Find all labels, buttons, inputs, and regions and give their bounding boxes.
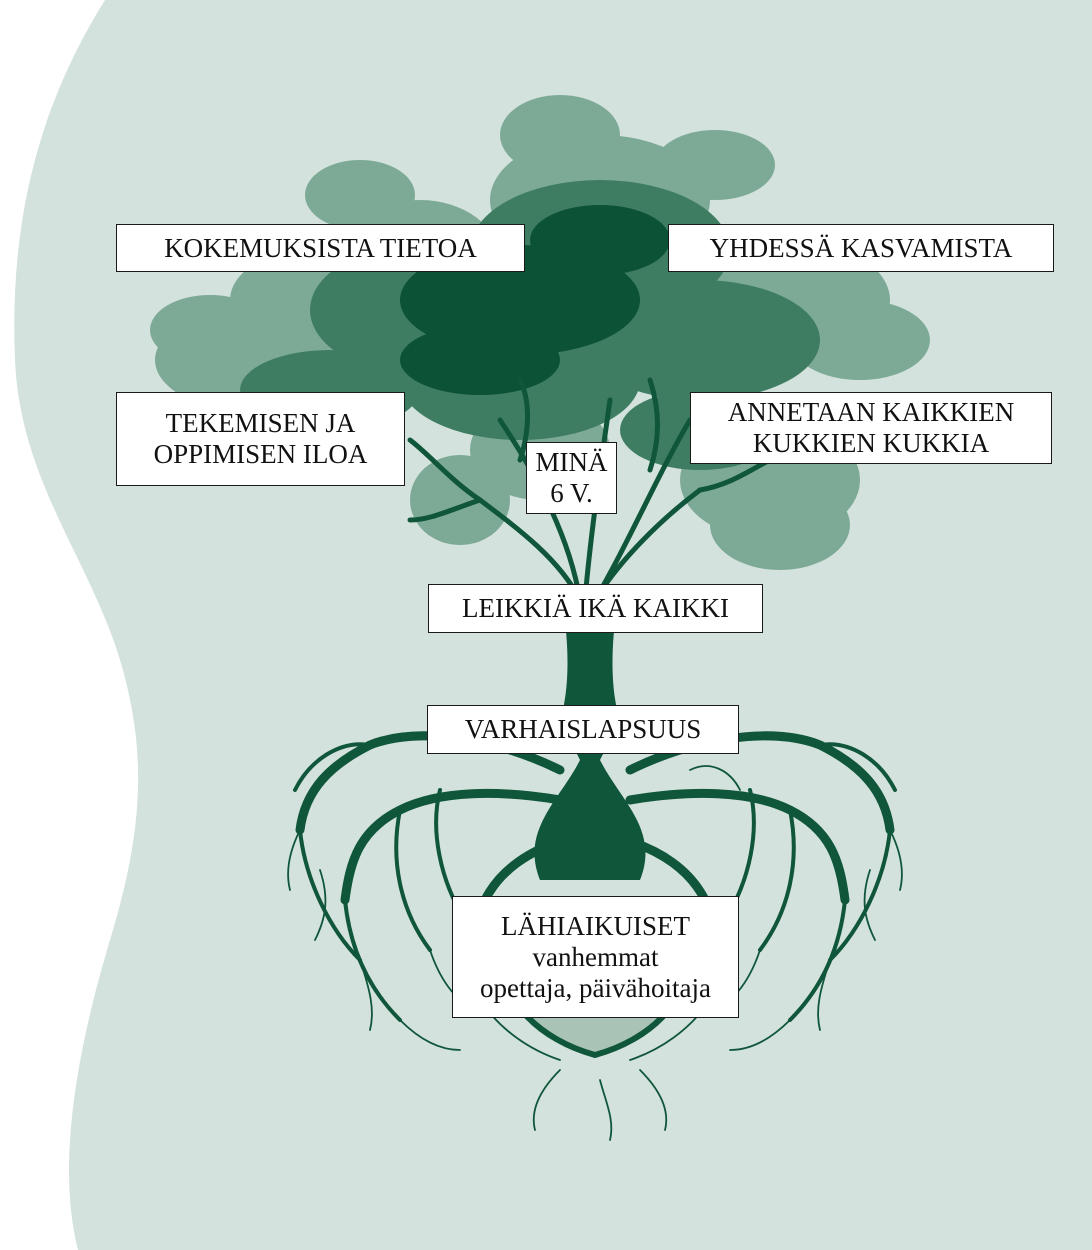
label-flowers-line1: ANNETAAN KAIKKIEN	[727, 397, 1015, 427]
label-adults-line2: vanhemmat	[532, 941, 659, 972]
label-flowers: ANNETAAN KAIKKIEN KUKKIEN KUKKIA	[690, 392, 1052, 464]
label-joy-line2: OPPIMISEN ILOA	[153, 439, 368, 469]
label-play-text: LEIKKIÄ IKÄ KAIKKI	[462, 593, 729, 623]
label-joy: TEKEMISEN JA OPPIMISEN ILOA	[116, 392, 405, 486]
label-early-childhood: VARHAISLAPSUUS	[427, 705, 739, 754]
label-me-line1: MINÄ	[535, 447, 608, 477]
label-adults-line1: LÄHIAIKUISET	[501, 910, 690, 941]
label-experiences-text: KOKEMUKSISTA TIETOA	[164, 232, 477, 263]
label-joy-line1: TEKEMISEN JA	[165, 408, 356, 438]
canopy-dark	[400, 205, 670, 395]
label-growing-together: YHDESSÄ KASVAMISTA	[668, 224, 1054, 272]
label-experiences: KOKEMUKSISTA TIETOA	[116, 224, 525, 272]
label-adults: LÄHIAIKUISET vanhemmat opettaja, päiväho…	[452, 896, 739, 1018]
label-play: LEIKKIÄ IKÄ KAIKKI	[428, 584, 763, 633]
label-me: MINÄ 6 V.	[526, 442, 617, 514]
label-early-childhood-text: VARHAISLAPSUUS	[464, 714, 702, 744]
label-growing-together-text: YHDESSÄ KASVAMISTA	[709, 232, 1013, 263]
label-me-line2: 6 V.	[550, 478, 593, 508]
label-adults-line3: opettaja, päivähoitaja	[480, 972, 711, 1003]
label-flowers-line2: KUKKIEN KUKKIA	[752, 428, 990, 458]
